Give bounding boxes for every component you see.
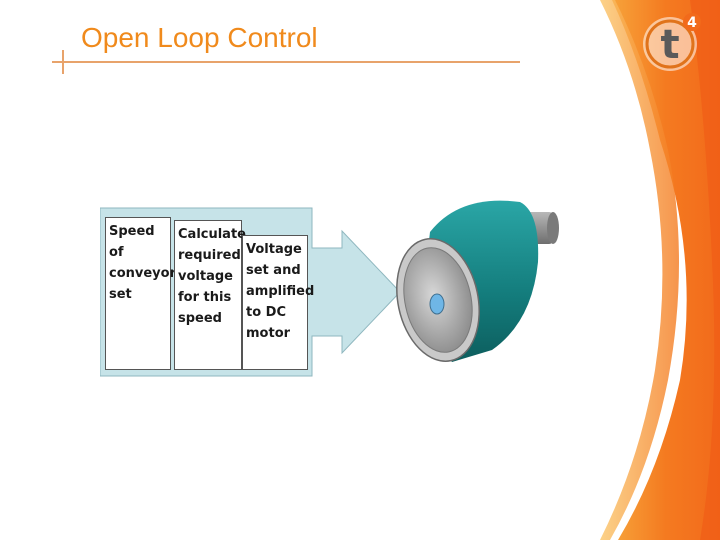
title-underline (52, 61, 520, 63)
logo-superscript: 4 (687, 15, 697, 31)
dc-motor-illustration (396, 172, 565, 382)
t4-logo: t 4 (643, 13, 701, 71)
logo-letter: t (660, 22, 679, 68)
slide-title: Open Loop Control (81, 22, 318, 53)
step-box-speed-set: Speed of conveyor set (105, 217, 176, 370)
step-box-calculate-voltage: Calculate required voltage for this spee… (174, 220, 246, 370)
title-crosshair-mark (62, 50, 64, 74)
open-loop-diagram: Speed of conveyor set Calculate required… (100, 172, 570, 382)
step-box-voltage-amplified: Voltage set and amplified to DC motor (242, 235, 314, 370)
